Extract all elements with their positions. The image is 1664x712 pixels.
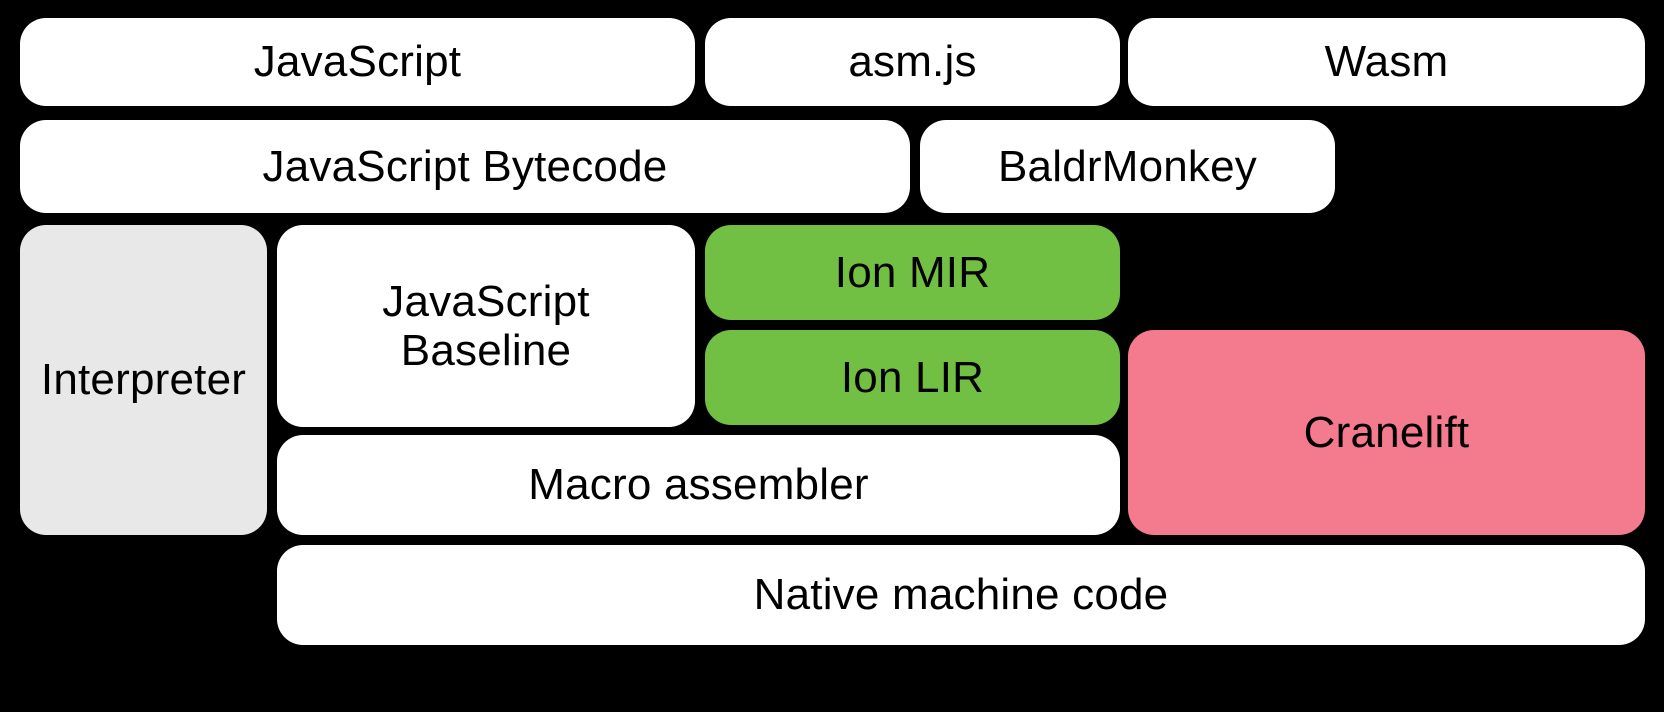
- node-macro-assembler[interactable]: Macro assembler: [277, 435, 1120, 535]
- node-ion-lir[interactable]: Ion LIR: [705, 330, 1120, 425]
- node-baldrmonkey[interactable]: BaldrMonkey: [920, 120, 1335, 213]
- node-cranelift[interactable]: Cranelift: [1128, 330, 1645, 535]
- node-wasm[interactable]: Wasm: [1128, 18, 1645, 106]
- node-native-machine-code[interactable]: Native machine code: [277, 545, 1645, 645]
- node-ion-mir[interactable]: Ion MIR: [705, 225, 1120, 320]
- node-interpreter[interactable]: Interpreter: [20, 225, 267, 535]
- node-asmjs[interactable]: asm.js: [705, 18, 1120, 106]
- node-javascript-bytecode[interactable]: JavaScript Bytecode: [20, 120, 910, 213]
- node-javascript[interactable]: JavaScript: [20, 18, 695, 106]
- node-javascript-baseline[interactable]: JavaScript Baseline: [277, 225, 695, 427]
